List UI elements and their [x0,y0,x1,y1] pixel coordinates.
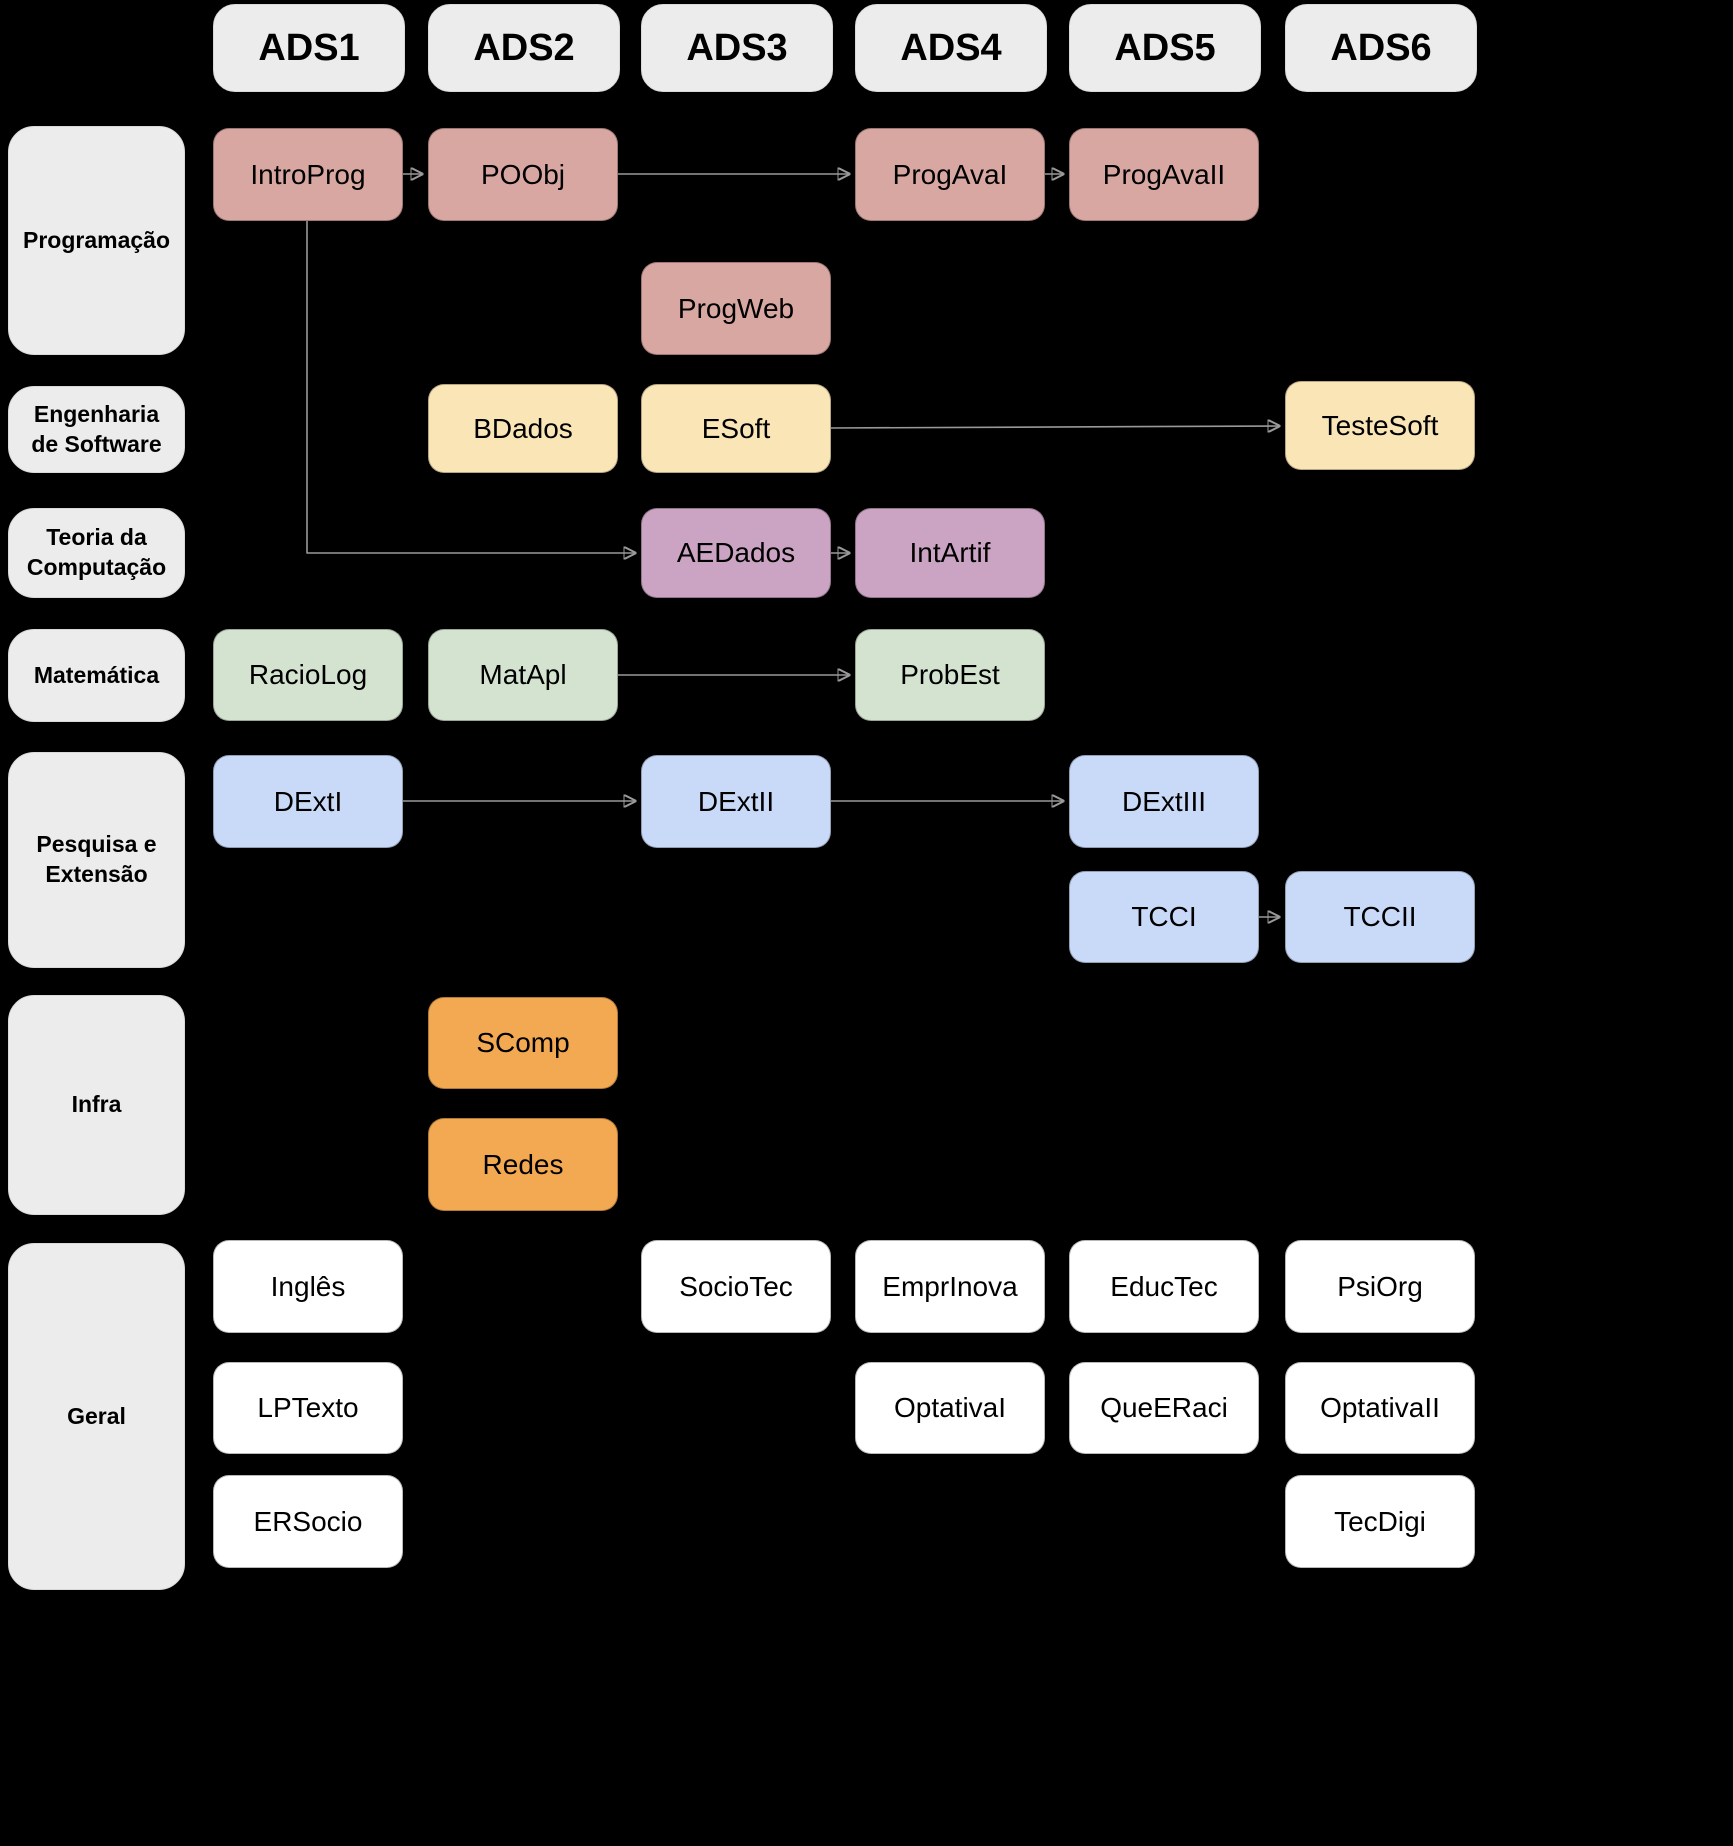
category-label-infra: Infra [8,995,185,1215]
node-tccii: TCCII [1285,871,1475,963]
node-testesoft: TesteSoft [1285,381,1475,470]
category-label-teoria-computacao: Teoria da Computação [8,508,185,598]
column-header-ads6: ADS6 [1285,4,1477,92]
column-header-ads3: ADS3 [641,4,833,92]
node-lptexto: LPTexto [213,1362,403,1454]
node-sociotec: SocioTec [641,1240,831,1333]
node-esoft: ESoft [641,384,831,473]
node-redes: Redes [428,1118,618,1211]
node-aedados: AEDados [641,508,831,598]
column-header-ads2: ADS2 [428,4,620,92]
category-label-geral: Geral [8,1243,185,1590]
node-psiorg: PsiOrg [1285,1240,1475,1333]
column-header-ads1: ADS1 [213,4,405,92]
node-progavai: ProgAvaI [855,128,1045,221]
node-bdados: BDados [428,384,618,473]
node-probest: ProbEst [855,629,1045,721]
node-tecdigi: TecDigi [1285,1475,1475,1568]
node-progweb: ProgWeb [641,262,831,355]
node-optativai: OptativaI [855,1362,1045,1454]
node-scomp: SComp [428,997,618,1089]
column-header-ads4: ADS4 [855,4,1047,92]
node-progavaii: ProgAvaII [1069,128,1259,221]
node-ersocio: ERSocio [213,1475,403,1568]
category-label-programacao: Programação [8,126,185,355]
column-header-ads5: ADS5 [1069,4,1261,92]
node-eductec: EducTec [1069,1240,1259,1333]
node-introprog: IntroProg [213,128,403,221]
node-dextiii: DExtIII [1069,755,1259,848]
category-label-pesquisa-extensao: Pesquisa e Extensão [8,752,185,968]
node-tcci: TCCI [1069,871,1259,963]
node-raciolog: RacioLog [213,629,403,721]
category-label-engenharia-software: Engenharia de Software [8,386,185,473]
node-matapl: MatApl [428,629,618,721]
node-emprinova: EmprInova [855,1240,1045,1333]
node-intartif: IntArtif [855,508,1045,598]
edge-esoft-testesoft [830,426,1279,428]
node-dexti: DExtI [213,755,403,848]
node-poobj: POObj [428,128,618,221]
node-queeraci: QueERaci [1069,1362,1259,1454]
node-ingles: Inglês [213,1240,403,1333]
node-optativaii: OptativaII [1285,1362,1475,1454]
node-dextii: DExtII [641,755,831,848]
category-label-matematica: Matemática [8,629,185,722]
